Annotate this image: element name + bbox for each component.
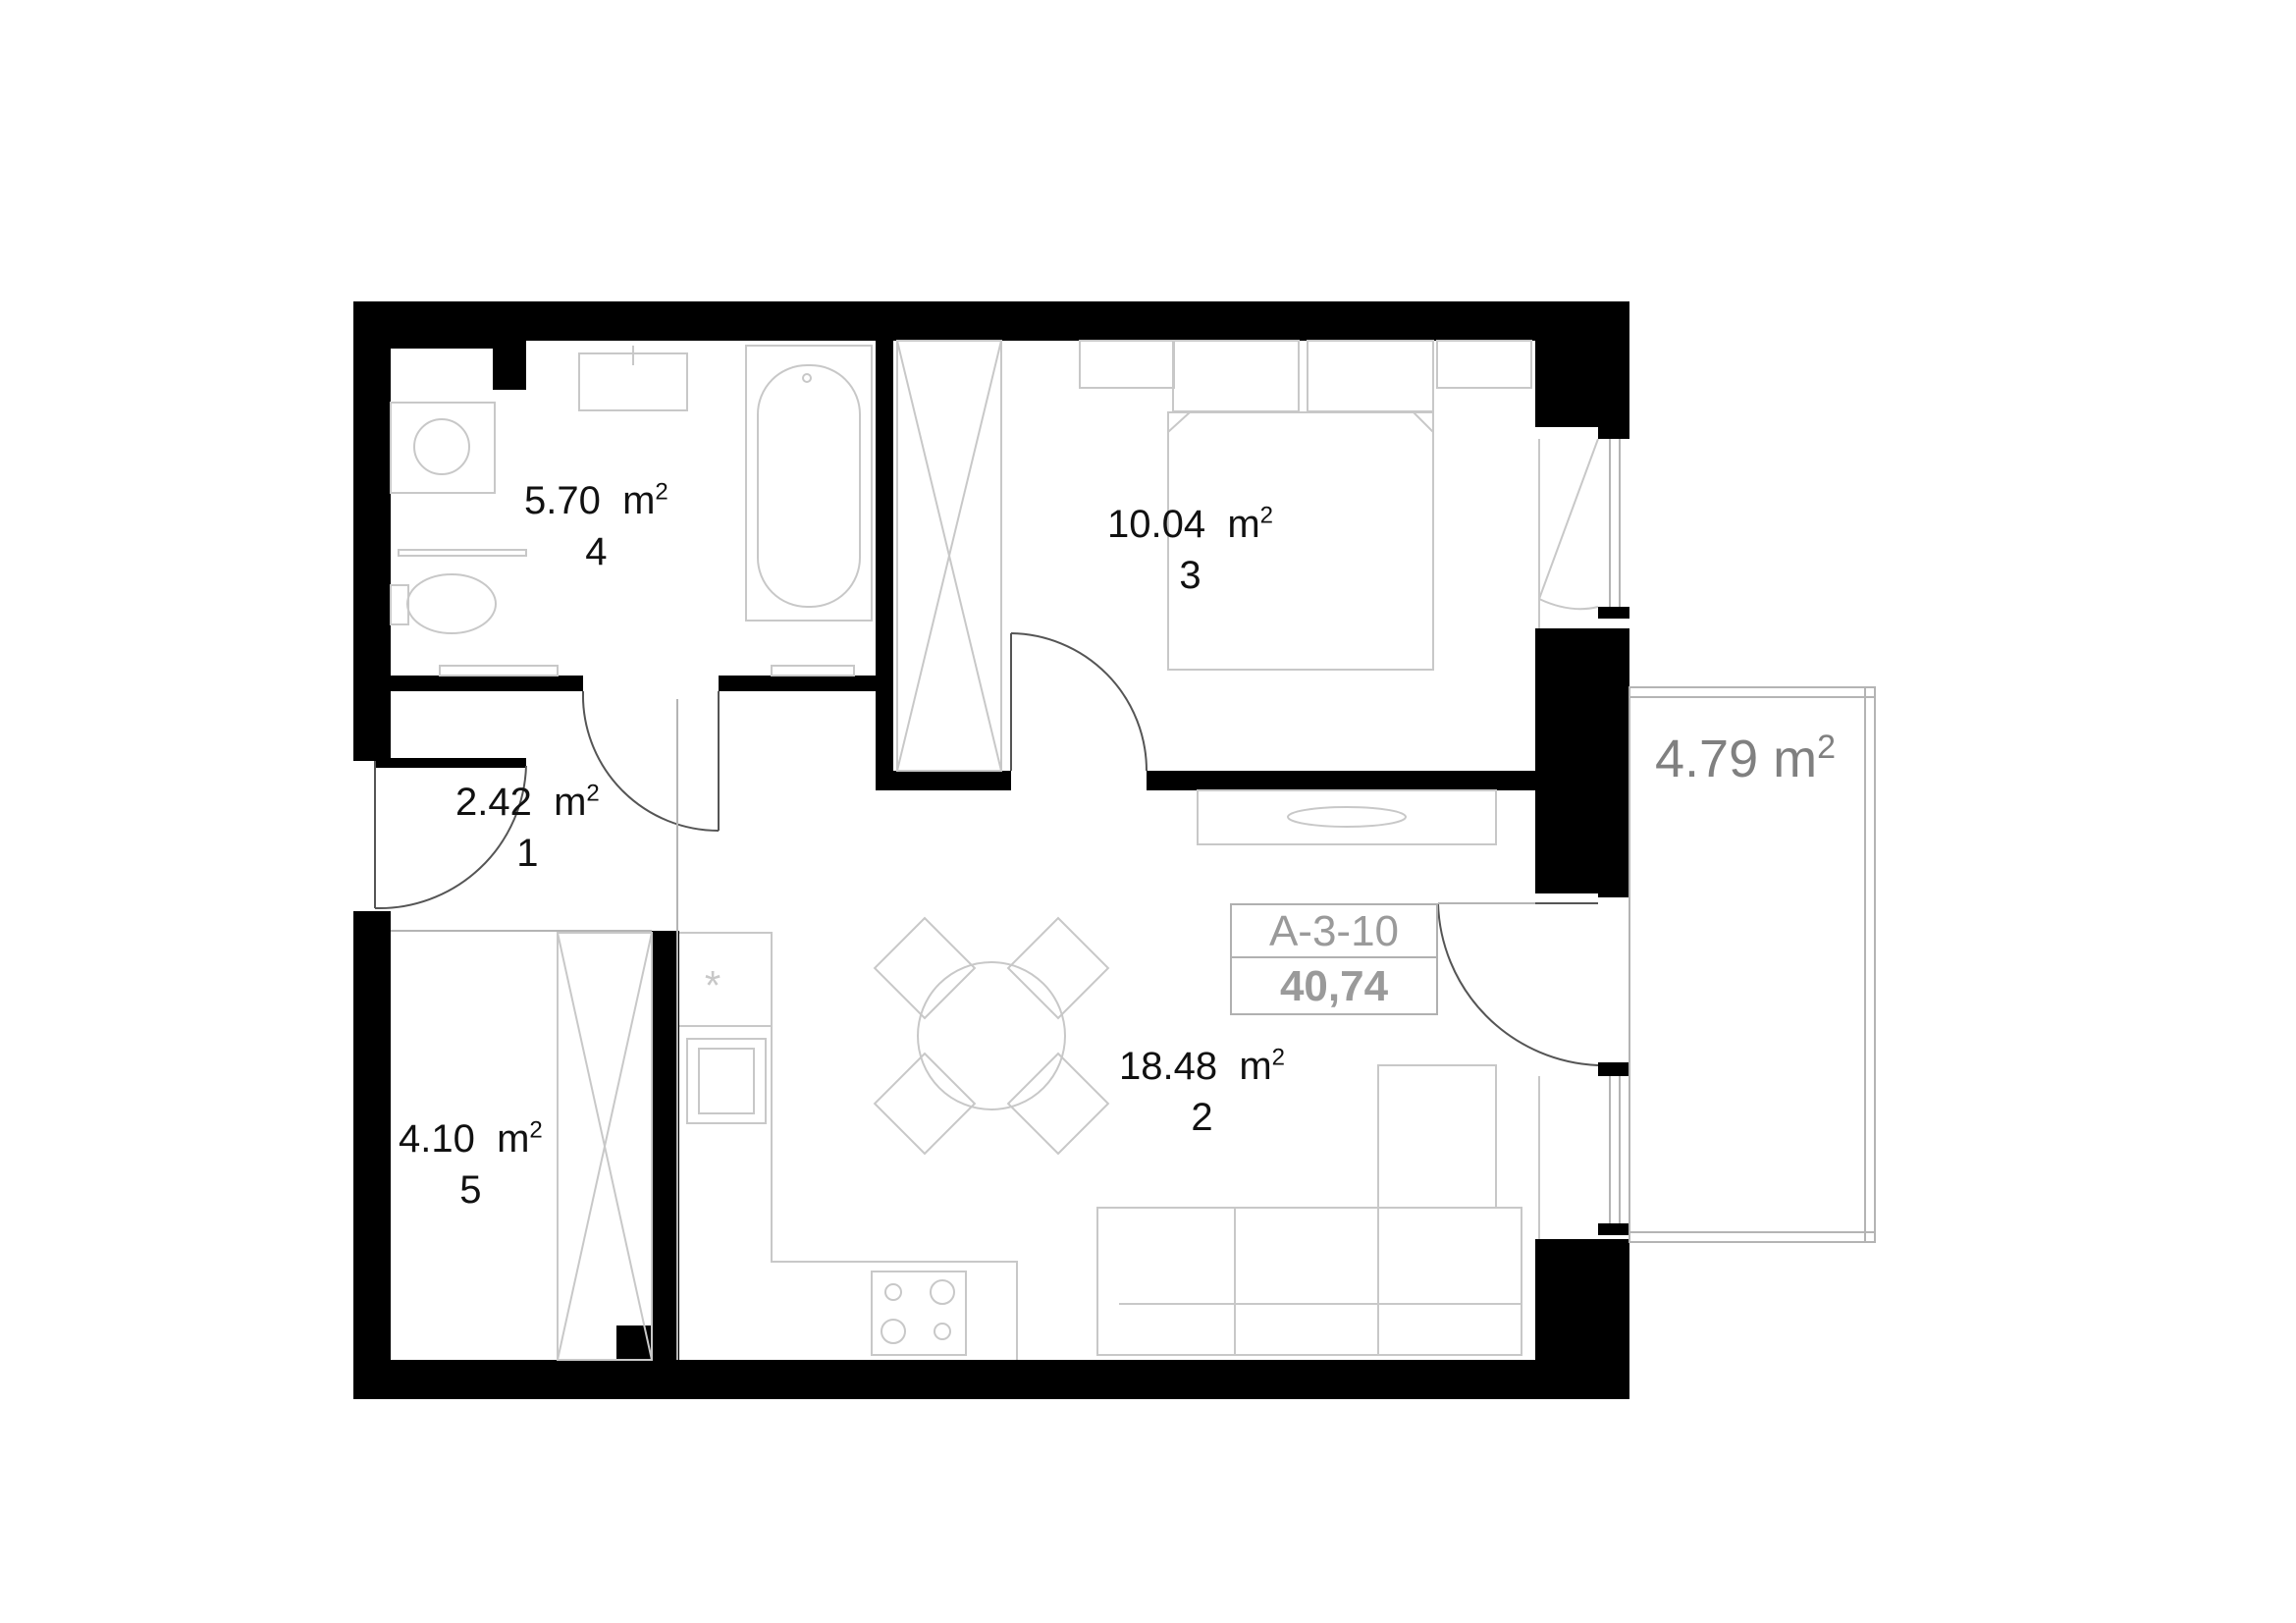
area-unit: m xyxy=(497,1117,530,1161)
area-unit-exponent: 2 xyxy=(655,478,668,506)
room-number: 5 xyxy=(459,1168,482,1212)
closets xyxy=(557,340,1002,1361)
room-area: 2.42 xyxy=(455,781,532,824)
windows xyxy=(1538,438,1621,1239)
room-label-2: 18.48 m2 2 xyxy=(1119,1044,1286,1139)
sofa xyxy=(1096,1064,1522,1356)
apartment-code: A-3-10 xyxy=(1232,905,1436,958)
room-number: 1 xyxy=(516,832,539,875)
area-unit-exponent: 2 xyxy=(1271,1044,1286,1071)
area-unit-exponent: 2 xyxy=(1259,502,1274,529)
partitions xyxy=(391,699,1535,1360)
area-unit: m xyxy=(1773,730,1818,788)
room-area: 10.04 xyxy=(1107,503,1206,546)
dining-table xyxy=(873,916,1110,1156)
room-label-1: 2.42 m2 1 xyxy=(455,780,600,875)
room-area: 5.70 xyxy=(524,479,601,522)
balcony-area: 4.79 xyxy=(1655,730,1759,788)
room-area: 18.48 xyxy=(1119,1045,1218,1088)
room-label-4: 5.70 m2 4 xyxy=(524,478,668,573)
area-unit: m xyxy=(554,781,587,824)
kitchen-furniture: * xyxy=(679,932,1018,1360)
room-area: 4.10 xyxy=(399,1117,475,1161)
balcony-outline xyxy=(1629,686,1876,1243)
room-label-3: 10.04 m2 3 xyxy=(1107,502,1274,597)
area-unit-exponent: 2 xyxy=(1817,729,1837,766)
room-label-5: 4.10 m2 5 xyxy=(399,1116,543,1212)
room-number: 4 xyxy=(585,530,608,573)
area-unit-exponent: 2 xyxy=(586,780,600,807)
area-unit: m xyxy=(1239,1045,1272,1088)
room-number: 2 xyxy=(1191,1096,1213,1139)
area-unit: m xyxy=(622,479,656,522)
area-unit-exponent: 2 xyxy=(529,1116,543,1144)
apartment-badge: A-3-10 40,74 xyxy=(1230,903,1438,1015)
walls xyxy=(353,301,1629,1399)
balcony-area-label: 4.79 m2 xyxy=(1655,729,1836,789)
apartment-total-area: 40,74 xyxy=(1279,962,1389,1010)
bathroom-fixtures xyxy=(390,345,873,676)
area-unit: m xyxy=(1227,503,1260,546)
room-number: 3 xyxy=(1179,554,1201,597)
svg-text:*: * xyxy=(705,962,721,1008)
bedroom-furniture xyxy=(1079,340,1532,845)
